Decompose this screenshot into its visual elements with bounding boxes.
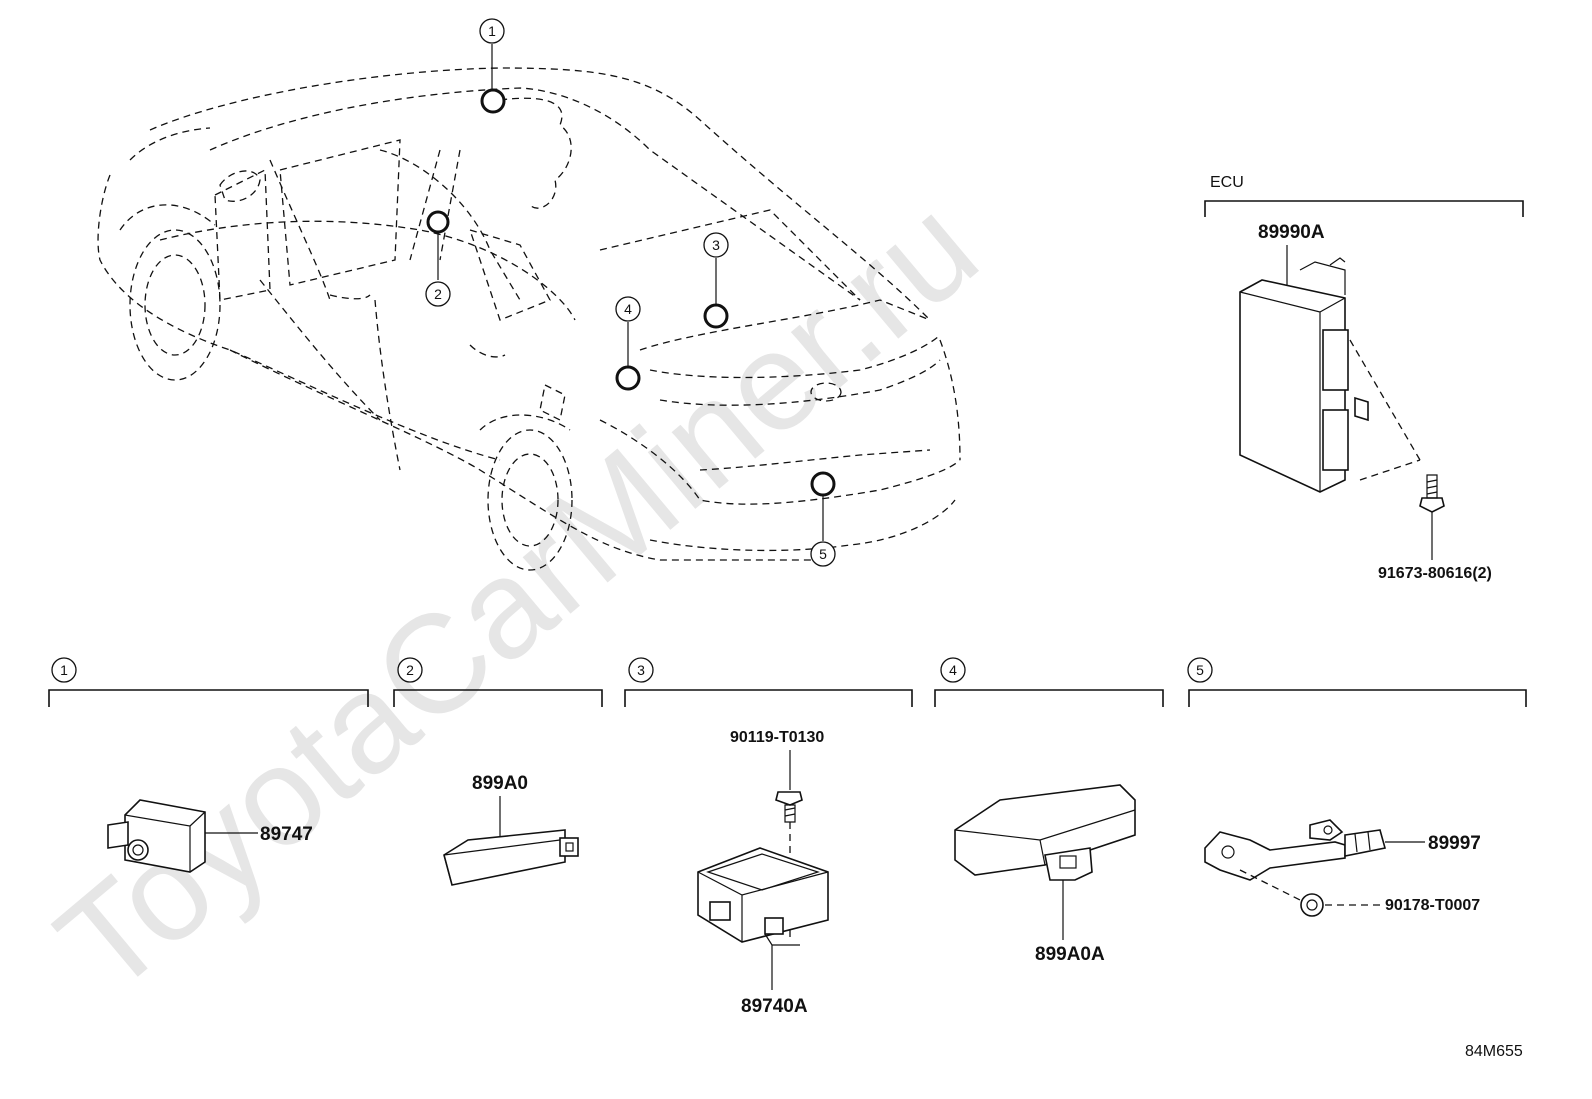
ecu-label: ECU [1210, 174, 1244, 191]
callout-1-label: 1 [488, 23, 496, 39]
vehicle-callouts: 1 2 3 4 5 [425, 18, 836, 567]
sensor-89747-drawing [107, 799, 206, 873]
location-marker-2 [426, 210, 450, 234]
part-number-91673-80616: 91673-80616(2) [1378, 565, 1492, 582]
ecu-group: ECU 89990A 91673-80616(2) [1204, 174, 1524, 582]
group-4: 4 899A0A [934, 657, 1164, 965]
group-2-number: 2 [406, 662, 414, 678]
part-number-899A0: 899A0 [472, 773, 528, 794]
callout-3 [703, 232, 729, 258]
location-marker-3 [703, 303, 729, 329]
ecu-module-drawing [1239, 257, 1421, 493]
module-89740A-drawing [697, 847, 829, 946]
part-number-899A0A: 899A0A [1035, 944, 1105, 965]
callout-3-label: 3 [712, 237, 720, 253]
group-2: 2 899A0 [393, 657, 603, 886]
group-5-number: 5 [1196, 662, 1204, 678]
part-number-89747: 89747 [260, 824, 313, 845]
screw-icon [1419, 474, 1445, 513]
vehicle-outline [97, 67, 961, 571]
sensor-89997-drawing [1204, 819, 1387, 906]
callout-5-label: 5 [819, 546, 827, 562]
antenna-899A0-drawing [443, 829, 579, 886]
location-marker-1 [480, 88, 506, 114]
group-5: 5 89997 90178-T0007 [1187, 657, 1527, 917]
diagram-code: 84M655 [1465, 1043, 1523, 1060]
group-1: 1 89747 [48, 657, 369, 873]
callout-2 [425, 281, 451, 307]
part-number-90178-T0007: 90178-T0007 [1385, 897, 1480, 914]
antenna-899A0A-drawing [954, 784, 1136, 881]
callout-1 [479, 18, 505, 44]
location-marker-4 [615, 365, 641, 391]
group-4-number: 4 [949, 662, 957, 678]
part-number-90119-T0130: 90119-T0130 [730, 729, 824, 746]
callout-2-label: 2 [434, 286, 442, 302]
part-number-89990A: 89990A [1258, 222, 1325, 243]
clip-icon [1300, 893, 1324, 917]
group-3-number: 3 [637, 662, 645, 678]
bolt-icon [775, 791, 803, 823]
part-number-89740A: 89740A [741, 996, 808, 1017]
callout-4-label: 4 [624, 301, 632, 317]
part-number-89997: 89997 [1428, 833, 1481, 854]
location-marker-5 [810, 471, 836, 497]
callout-5 [810, 541, 836, 567]
callout-4 [615, 296, 641, 322]
group-1-number: 1 [60, 662, 68, 678]
group-3: 3 90119-T0130 89740A [624, 657, 913, 1017]
